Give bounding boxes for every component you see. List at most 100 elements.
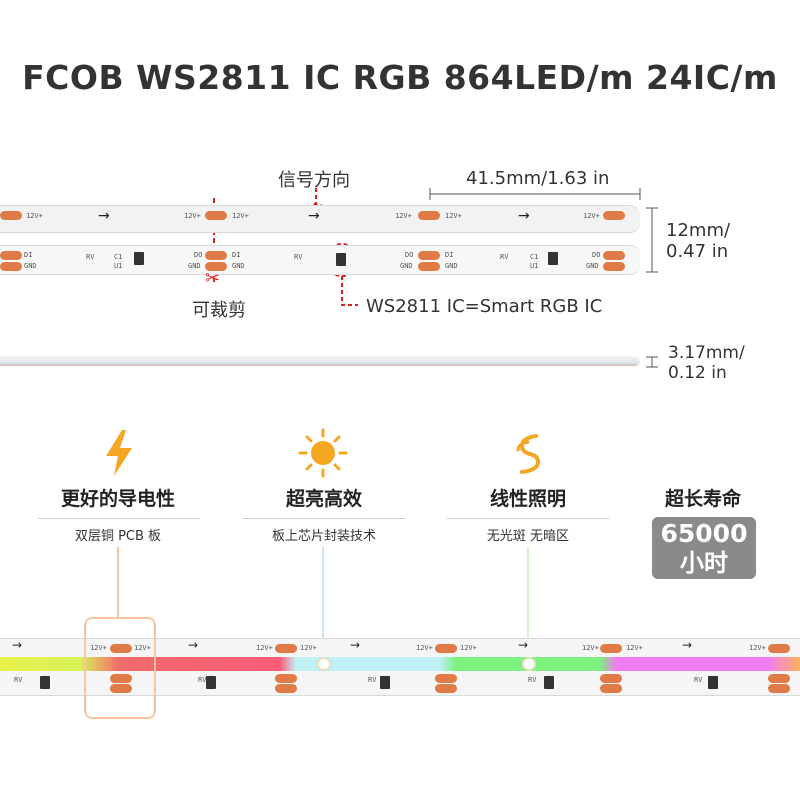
strip-top-cover [0,205,640,233]
pcb-label-12v: 12V+ [90,644,107,652]
wave-icon [516,434,541,474]
arrow-right-icon: → [682,638,693,652]
connector-line [322,547,324,659]
ic-chip [40,676,50,689]
pcb-label-gnd: GND [400,262,413,270]
page-title: FCOB WS2811 IC RGB 864LED/m 24IC/m [22,58,778,97]
solder-pad [205,262,227,271]
ic-chip [134,252,144,265]
pcb-label-u1: U1 [114,262,123,270]
strip-side-view [0,356,640,366]
arrow-right-icon: → [308,208,320,224]
arrow-right-icon: → [350,638,361,652]
pcb-label-12v: 12V+ [395,212,412,220]
solder-pad [0,211,22,220]
pcb-label-12v: 12V+ [749,644,766,652]
feature-title: 更好的导电性 [60,488,175,510]
pcb-label-di: DI [445,251,454,259]
solder-pad [110,674,132,683]
width-label-line2: 0.47 in [666,241,729,262]
lightning-icon [106,430,132,476]
solder-pad [435,674,457,683]
width-label-line1: 12mm/ [666,220,731,241]
solder-pad [275,644,297,653]
solder-pad [418,262,440,271]
pcb-label-12v: 12V+ [232,212,249,220]
pcb-label-rv: RV [694,676,703,684]
badge-line1: 65000 [660,519,748,548]
pcb-highlight-box [84,617,156,719]
solder-pad [418,251,440,260]
feature-divider [243,518,405,519]
pcb-label-rv: RV [500,253,509,261]
led-light-band [0,657,800,671]
solder-pad [600,674,622,683]
solder-pad [205,211,227,220]
pcb-label-di: DI [232,251,241,259]
ic-note-label: WS2811 IC=Smart RGB IC [366,296,603,317]
pcb-label-gnd: GND [188,262,201,270]
solder-pad [768,674,790,683]
connector-line [527,547,529,659]
feature-subtitle: 无光斑 无暗区 [486,529,570,544]
feature-title: 超长寿命 [664,488,741,510]
solder-pad [110,644,132,653]
pcb-label-gnd: GND [445,262,458,270]
solder-pad [0,251,22,260]
feature-divider [38,518,200,519]
solder-pad [768,644,790,653]
pcb-label-12v: 12V+ [134,644,151,652]
pcb-label-12v: 12V+ [445,212,462,220]
feature-title: 线性照明 [489,488,566,510]
pcb-label-12v: 12V+ [583,212,600,220]
solder-pad [603,262,625,271]
pcb-label-do: DO [194,251,203,259]
ic-chip [206,676,216,689]
solder-pad [603,211,625,220]
scissors-icon: ✂ [205,268,221,289]
arrow-right-icon: → [188,638,199,652]
arrow-right-icon: → [518,638,529,652]
pcb-label-rv: RV [294,253,303,261]
ic-chip [544,676,554,689]
sun-icon [298,428,348,478]
solder-pad [768,684,790,693]
signal-direction-label: 信号方向 [278,170,350,191]
solder-pad [205,251,227,260]
solder-pad [435,684,457,693]
highlight-dot [317,657,331,671]
solder-pad [435,644,457,653]
segment-length-label: 41.5mm/1.63 in [466,168,610,189]
pcb-label-c1: C1 [114,253,123,261]
pcb-label-do: DO [592,251,601,259]
feature-subtitle: 板上芯片封装技术 [271,529,376,544]
pcb-label-12v: 12V+ [582,644,599,652]
pcb-label-12v: 12V+ [416,644,433,652]
solder-pad [600,644,622,653]
pcb-label-12v: 12V+ [626,644,643,652]
feature-divider [447,518,609,519]
pcb-label-gnd: GND [24,262,37,270]
pcb-label-rv: RV [528,676,537,684]
pcb-label-12v: 12V+ [184,212,201,220]
pcb-label-12v: 12V+ [256,644,273,652]
solder-pad [110,684,132,693]
pcb-label-di: DI [24,251,33,259]
pcb-label-rv: RV [198,676,207,684]
solder-pad [603,251,625,260]
pcb-label-rv: RV [368,676,377,684]
arrow-right-icon: → [12,638,23,652]
solder-pad [275,684,297,693]
pcb-label-c1: C1 [530,253,539,261]
pcb-label-gnd: GND [586,262,599,270]
feature-subtitle: 双层铜 PCB 板 [74,529,162,544]
pcb-label-rv: RV [86,253,95,261]
ic-chip [336,253,346,266]
pcb-label-12v: 12V+ [300,644,317,652]
highlight-dot [522,657,536,671]
pcb-label-12v: 12V+ [26,212,43,220]
solder-pad [0,262,22,271]
ic-chip [708,676,718,689]
solder-pad [418,211,440,220]
badge-line2: 小时 [680,549,728,577]
